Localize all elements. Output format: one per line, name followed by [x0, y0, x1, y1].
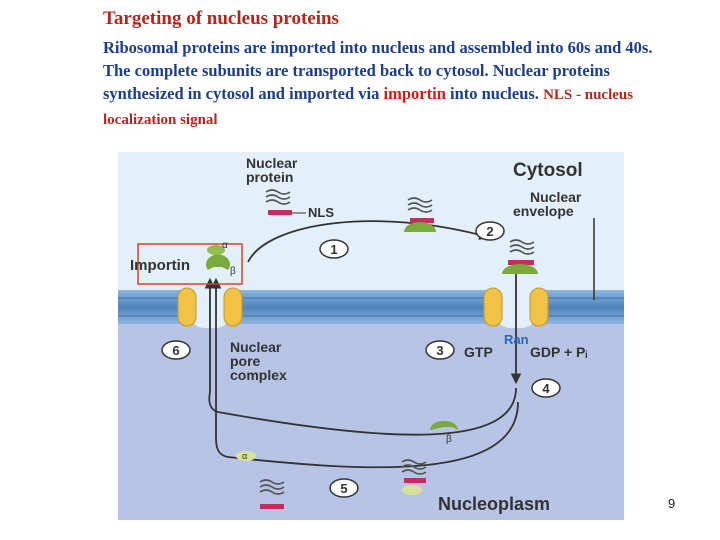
step-2: 2 — [475, 221, 505, 241]
importin-label: Importin — [130, 257, 190, 274]
alpha-label-1: α — [222, 240, 228, 251]
importin-beta-glyph: β — [206, 254, 236, 277]
step-1: 1 — [319, 239, 349, 259]
step-2-label: 2 — [486, 224, 493, 239]
slide-title: Targeting of nucleus proteins — [103, 8, 339, 29]
npc-label-l2: pore — [230, 353, 261, 369]
page-number: 9 — [668, 496, 676, 511]
step-5-label: 5 — [340, 481, 347, 496]
step-3-label: 3 — [436, 343, 443, 358]
released-nuclear-protein — [259, 479, 285, 509]
recycle-beta-arrow — [204, 277, 517, 436]
step-4: 4 — [531, 378, 561, 398]
body-text-part1: Ribosomal proteins are imported into nuc… — [103, 38, 653, 103]
step-3: 3 — [425, 340, 455, 360]
released-cargo-alpha — [401, 459, 427, 495]
nls-label: NLS — [308, 205, 334, 220]
nuclear-protein-label-l2: protein — [246, 169, 293, 185]
nuclear-protein-label-l1: Nuclear — [246, 155, 298, 171]
nucleoplasm-region — [118, 324, 624, 520]
slide-body-text: Ribosomal proteins are imported into nuc… — [103, 36, 673, 132]
ran-label: Ran — [504, 332, 529, 347]
importin-alpha-glyph: α — [207, 240, 228, 255]
alpha-label-2: α — [242, 451, 247, 461]
nuclear-import-diagram: Nuclear protein NLS Cytosol Nuclear enve… — [118, 152, 624, 520]
beta-label-2: β — [446, 434, 452, 445]
step-4-label: 4 — [542, 381, 550, 396]
gdp-label: GDP + Pᵢ — [530, 344, 587, 360]
gtp-label: GTP — [464, 344, 493, 360]
step-6: 6 — [161, 340, 191, 360]
recycle-alpha-arrow — [210, 277, 519, 469]
free-importin-alpha: α — [236, 451, 256, 461]
nuclear-envelope-label-l2: envelope — [513, 203, 574, 219]
cargo-complex-step2 — [404, 197, 436, 232]
free-importin-beta: β — [430, 421, 458, 445]
cytosol-label: Cytosol — [513, 160, 583, 181]
importin-highlight: importin — [383, 84, 446, 103]
step-6-label: 6 — [172, 343, 179, 358]
nuclear-protein-glyph — [265, 189, 292, 215]
body-text-part2: into nucleus. — [445, 84, 544, 103]
step-1-label: 1 — [330, 242, 337, 257]
cargo-complex-docking — [502, 239, 538, 274]
nuclear-envelope-label-l1: Nuclear — [530, 189, 582, 205]
nls-definition: NLS - nucleus localization signal — [103, 87, 634, 128]
npc-label-l1: Nuclear — [230, 339, 282, 355]
importin-highlight-box — [137, 243, 243, 285]
nucleoplasm-label: Nucleoplasm — [438, 494, 550, 514]
npc-label-l3: complex — [230, 367, 287, 383]
beta-label-1: β — [230, 266, 236, 277]
step-5: 5 — [329, 478, 359, 498]
import-path-arrow — [247, 220, 491, 263]
